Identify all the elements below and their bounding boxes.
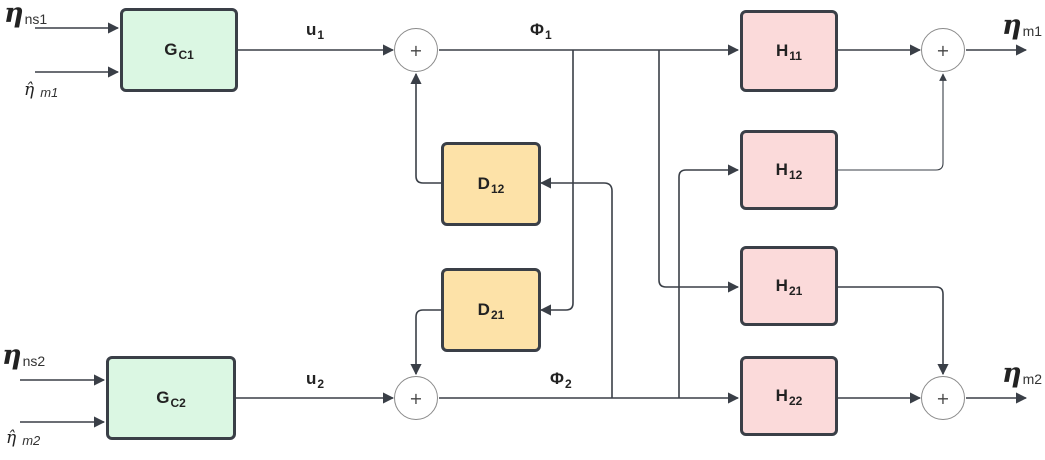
d12-to-sum1-line — [410, 72, 441, 184]
d21-label: D — [477, 300, 490, 319]
phi2-to-h12-line — [678, 164, 740, 398]
gc2-subscript: C2 — [170, 396, 186, 410]
h22-label: H — [775, 386, 788, 405]
eta-ns1-label: ηns1 — [4, 0, 48, 29]
summing-junction-1: + — [394, 28, 438, 72]
gc2-label: G — [156, 388, 170, 407]
h21-to-sum4-line — [838, 286, 949, 376]
phi1-to-h21-line — [658, 50, 740, 293]
eta-hat-m1-label: η̂m1 — [24, 80, 59, 100]
d21-to-sum2-line — [410, 309, 441, 376]
h21-label: H — [775, 276, 788, 295]
h21-subscript: 21 — [788, 284, 803, 298]
phi2-label: Φ2 — [550, 369, 572, 391]
u1-label: u1 — [306, 20, 325, 42]
h11-label: H — [776, 41, 789, 60]
phi1-to-d21-line — [539, 50, 574, 316]
d12-label: D — [477, 174, 490, 193]
h12-to-sum3-line — [838, 73, 947, 171]
eta-m2-label: ηm2 — [1002, 358, 1043, 389]
h12-subscript: 12 — [788, 168, 803, 182]
gc1-subscript: C1 — [178, 48, 194, 62]
eta-m1-label: ηm1 — [1002, 10, 1043, 41]
summing-junction-4: + — [921, 376, 965, 420]
summing-junction-3: + — [921, 28, 965, 72]
gc1-label: G — [164, 40, 178, 59]
phi1-label: Φ1 — [530, 20, 552, 42]
summing-junction-2: + — [394, 376, 438, 420]
eta-ns2-label: ηns2 — [2, 340, 46, 371]
phi2-to-d12-line — [539, 177, 613, 398]
eta-hat-m2-label: η̂m2 — [6, 428, 41, 448]
h12-label: H — [775, 160, 788, 179]
h11-subscript: 11 — [789, 49, 802, 63]
u2-label: u2 — [306, 369, 325, 391]
h22-subscript: 22 — [788, 394, 803, 408]
d21-subscript: 21 — [490, 308, 505, 322]
d12-subscript: 12 — [490, 182, 505, 196]
